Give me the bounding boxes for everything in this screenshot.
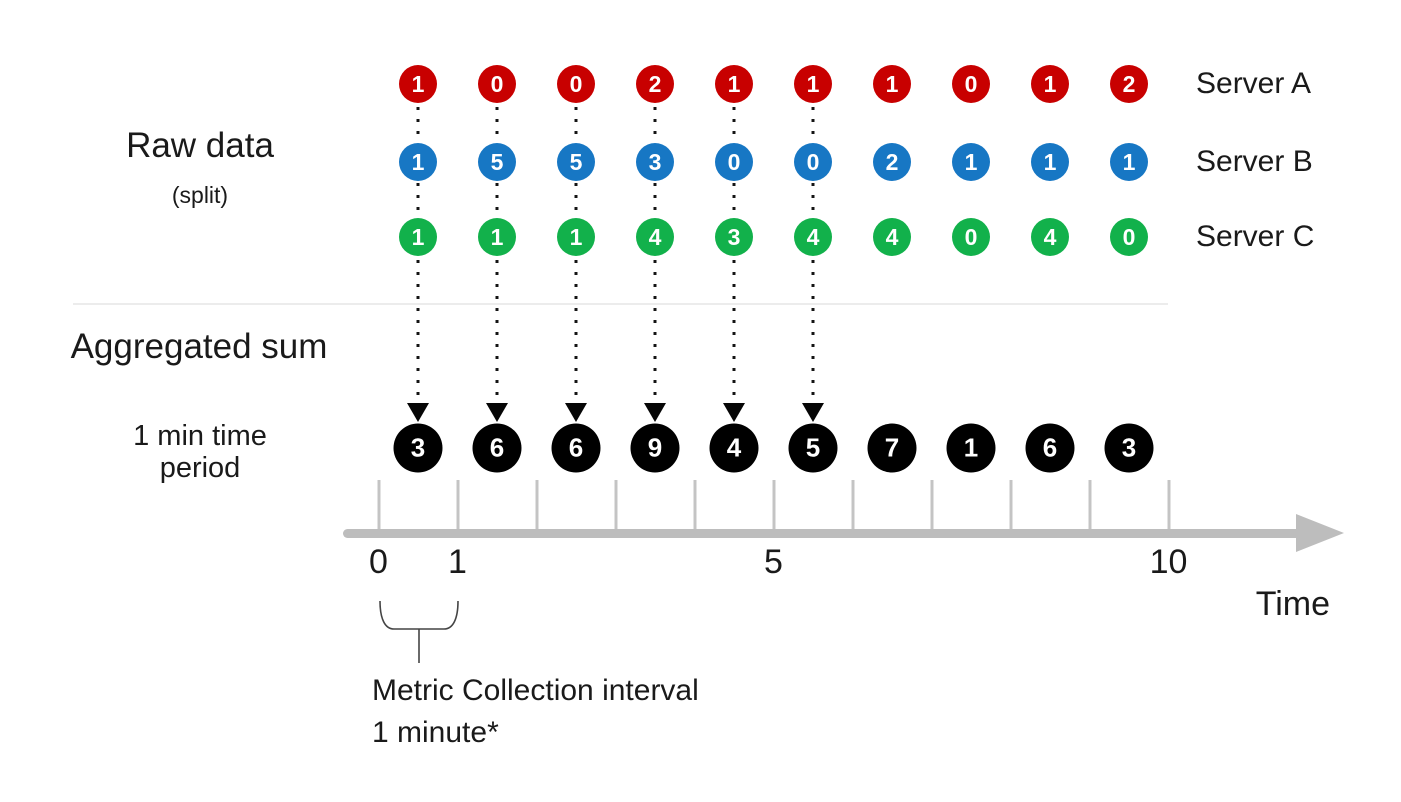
server-b-point: 5	[557, 143, 595, 181]
aggregated-sum-point: 6	[1025, 423, 1075, 473]
aggregated-sum-point: 6	[551, 423, 601, 473]
aggregated-sum-point: 9	[630, 423, 680, 473]
server-a-point: 0	[557, 65, 595, 103]
aggregation-dotted-line	[811, 107, 815, 141]
time-period-label: 1 min time period	[90, 420, 310, 484]
server-b-point: 1	[1031, 143, 1069, 181]
server-b-point: 0	[715, 143, 753, 181]
server-a-point: 0	[952, 65, 990, 103]
aggregation-dotted-line	[574, 260, 578, 404]
axis-tick-label: 10	[1149, 543, 1188, 581]
aggregation-dotted-line	[653, 183, 657, 219]
interval-brace	[379, 600, 459, 663]
axis-tick	[535, 480, 538, 529]
server-c-label: Server C	[1196, 220, 1315, 253]
aggregated-sum-point: 5	[788, 423, 838, 473]
aggregation-dotted-line	[495, 183, 499, 219]
aggregation-dotted-line	[416, 183, 420, 219]
aggregated-sum-point: 3	[393, 423, 443, 473]
server-a-point: 1	[399, 65, 437, 103]
aggregation-dotted-line	[495, 260, 499, 404]
time-axis-line	[343, 529, 1301, 538]
server-c-point: 3	[715, 218, 753, 256]
axis-tick	[1009, 480, 1012, 529]
time-period-line2: period	[159, 452, 241, 484]
arrow-down-icon	[486, 403, 508, 422]
server-c-point: 1	[557, 218, 595, 256]
server-c-point: 4	[636, 218, 674, 256]
aggregated-sum-point: 1	[946, 423, 996, 473]
arrow-down-icon	[723, 403, 745, 422]
server-c-point: 0	[952, 218, 990, 256]
section-divider	[73, 303, 1168, 305]
aggregation-dotted-line	[495, 107, 499, 141]
aggregation-dotted-line	[811, 260, 815, 404]
server-c-point: 4	[1031, 218, 1069, 256]
aggregated-sum-point: 3	[1104, 423, 1154, 473]
aggregation-dotted-line	[732, 183, 736, 219]
aggregation-dotted-line	[416, 107, 420, 141]
server-a-point: 1	[1031, 65, 1069, 103]
server-b-point: 5	[478, 143, 516, 181]
axis-tick-label: 0	[369, 543, 388, 581]
server-a-point: 0	[478, 65, 516, 103]
annotation-line1: Metric Collection interval	[372, 674, 699, 707]
aggregation-dotted-line	[574, 183, 578, 219]
time-axis-label: Time	[1255, 585, 1330, 623]
split-label: (split)	[171, 182, 229, 208]
arrow-down-icon	[407, 403, 429, 422]
server-b-point: 1	[399, 143, 437, 181]
server-a-point: 1	[873, 65, 911, 103]
server-a-point: 1	[794, 65, 832, 103]
axis-tick-label: 1	[448, 543, 467, 581]
time-axis-arrow-icon	[1296, 514, 1344, 552]
server-a-point: 2	[636, 65, 674, 103]
axis-tick	[377, 480, 380, 529]
aggregation-dotted-line	[653, 107, 657, 141]
aggregated-sum-point: 6	[472, 423, 522, 473]
server-b-label: Server B	[1196, 145, 1313, 178]
aggregation-dotted-line	[732, 107, 736, 141]
server-a-point: 2	[1110, 65, 1148, 103]
aggregation-dotted-line	[416, 260, 420, 404]
aggregation-dotted-line	[811, 183, 815, 219]
raw-data-label: Raw data	[126, 126, 274, 165]
server-b-point: 0	[794, 143, 832, 181]
server-b-point: 1	[1110, 143, 1148, 181]
axis-tick	[614, 480, 617, 529]
time-period-line1: 1 min time	[133, 420, 267, 452]
server-c-point: 4	[873, 218, 911, 256]
server-c-point: 0	[1110, 218, 1148, 256]
axis-tick	[930, 480, 933, 529]
aggregation-dotted-line	[732, 260, 736, 404]
server-c-point: 1	[399, 218, 437, 256]
server-a-point: 1	[715, 65, 753, 103]
server-b-point: 3	[636, 143, 674, 181]
arrow-down-icon	[802, 403, 824, 422]
server-a-label: Server A	[1196, 67, 1312, 100]
server-b-point: 1	[952, 143, 990, 181]
axis-tick	[772, 480, 775, 529]
axis-tick	[1088, 480, 1091, 529]
collection-interval-annotation: Metric Collection interval 1 minute*	[372, 670, 699, 754]
arrow-down-icon	[565, 403, 587, 422]
axis-tick	[851, 480, 854, 529]
axis-tick	[693, 480, 696, 529]
axis-tick	[1167, 480, 1170, 529]
server-b-point: 2	[873, 143, 911, 181]
aggregated-sum-label: Aggregated sum	[70, 327, 328, 366]
arrow-down-icon	[644, 403, 666, 422]
aggregation-dotted-line	[574, 107, 578, 141]
aggregation-dotted-line	[653, 260, 657, 404]
server-c-point: 1	[478, 218, 516, 256]
aggregated-sum-point: 4	[709, 423, 759, 473]
axis-tick	[456, 480, 459, 529]
axis-tick-label: 5	[764, 543, 783, 581]
annotation-line2: 1 minute*	[372, 716, 499, 749]
server-c-point: 4	[794, 218, 832, 256]
aggregated-sum-point: 7	[867, 423, 917, 473]
